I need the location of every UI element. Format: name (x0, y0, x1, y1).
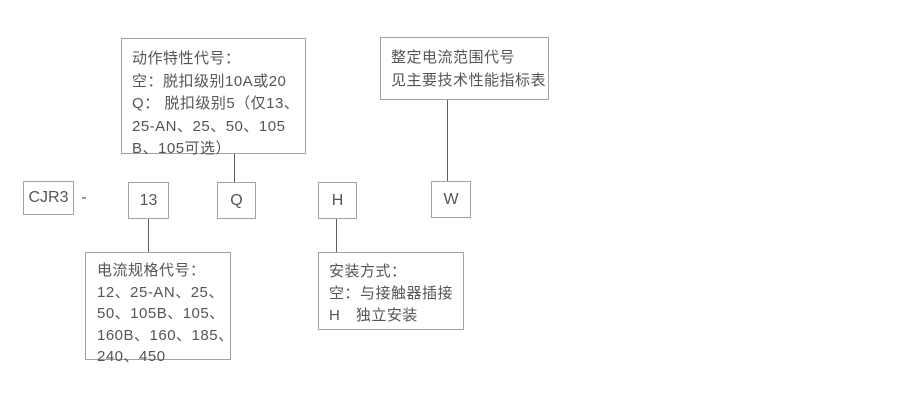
model-prefix-box: CJR3 (23, 181, 74, 215)
callout-mounting-method: 安装方式： 空：与接触器插接 H 独立安装 (318, 252, 464, 330)
model-separator: - (78, 181, 90, 215)
code-label-setting-current-range: W (443, 190, 459, 208)
callout-current-spec-code: 电流规格代号： 12、25-AN、25、 50、105B、105、 160B、1… (85, 252, 234, 365)
code-box-mounting-method: H (318, 182, 357, 219)
callout-setting-current-range-code: 整定电流范围代号 见主要技术性能指标表 (380, 37, 549, 100)
code-box-setting-current-range: W (431, 181, 471, 218)
callout-text-line: 安装方式： (329, 263, 407, 280)
callout-text-line: 240、450 (97, 348, 166, 365)
connector-line-13-to-currentspec (148, 219, 149, 252)
code-box-action-characteristic: Q (217, 182, 256, 219)
callout-text-line: 12、25-AN、25、 (97, 283, 224, 301)
callout-text-line: B、105可选） (132, 140, 232, 157)
connector-line-action-to-q (234, 154, 235, 182)
callout-text-line: 空：与接触器插接 (329, 285, 454, 302)
callout-text-line: 电流规格代号： (97, 262, 206, 279)
code-label-action-characteristic: Q (230, 191, 243, 209)
callout-text-line: 25-AN、25、50、105 (132, 117, 286, 135)
connector-line-range-to-w (447, 100, 448, 181)
callout-text-line: 50、105B、105、 (97, 305, 225, 322)
callout-text-line: 动作特性代号： (132, 50, 241, 67)
callout-text-line: H 独立安装 (329, 307, 418, 324)
callout-text-line: 整定电流范围代号 (391, 49, 516, 66)
callout-action-characteristic-code: 动作特性代号： 空：脱扣级别10A或20 Q： 脱扣级别5（仅13、 25-AN… (121, 38, 306, 157)
callout-text-line: 见主要技术性能指标表 (391, 72, 547, 89)
callout-text-line: 空：脱扣级别10A或20 (132, 72, 287, 90)
model-prefix-label: CJR3 (28, 189, 69, 206)
code-box-current-spec: 13 (128, 182, 169, 219)
code-label-current-spec: 13 (139, 191, 158, 209)
callout-text-line: Q： 脱扣级别5（仅13、 (132, 95, 300, 112)
code-label-mounting-method: H (331, 191, 344, 209)
connector-line-h-to-mounting (336, 219, 337, 252)
callout-text-line: 160B、160、185、 (97, 326, 234, 344)
model-separator-label: - (81, 189, 87, 206)
